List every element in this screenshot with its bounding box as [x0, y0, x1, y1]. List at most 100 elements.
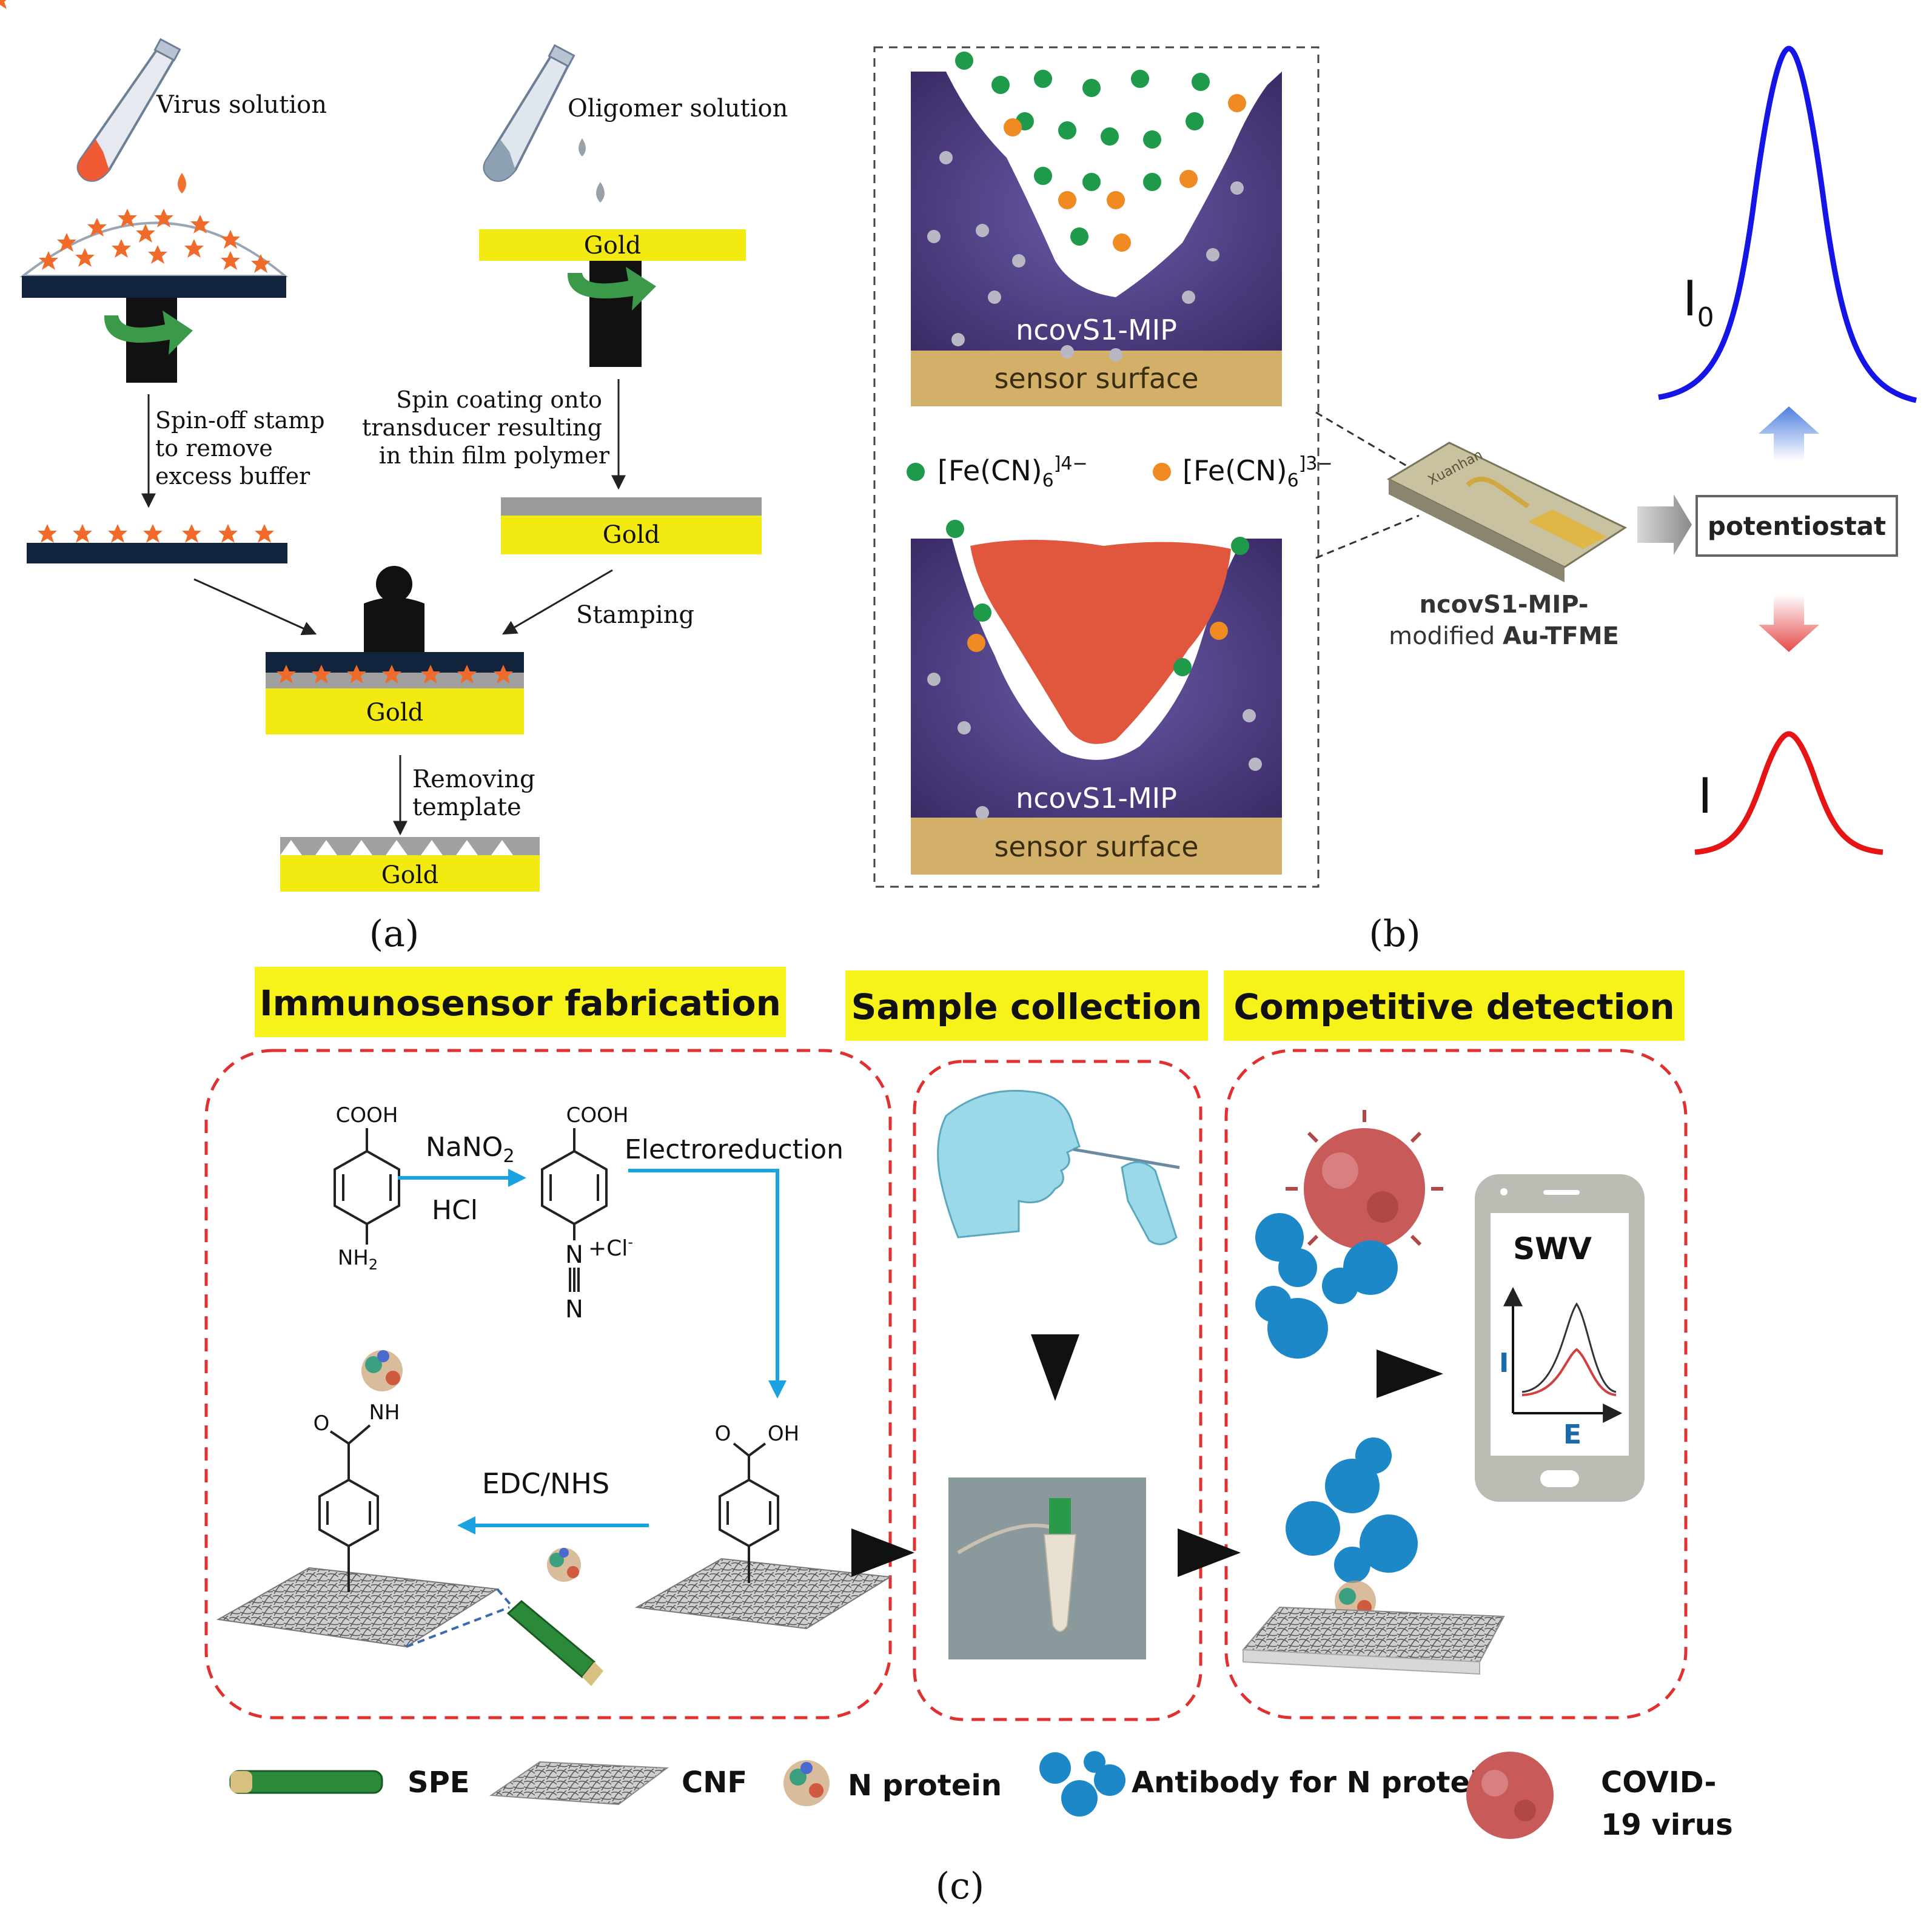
removing-template-label: Removing template: [412, 765, 543, 821]
swv-peak-low: [1521, 1348, 1617, 1396]
antibody-bound-icon: [1286, 1437, 1418, 1583]
au-tfme-device-icon: Xuanhan: [1386, 442, 1628, 582]
arrow-a3: [193, 578, 317, 636]
nh-label: NH: [369, 1400, 400, 1425]
fabrication-title-bg: [255, 967, 786, 1037]
legend-covid-1: COVID-: [1601, 1766, 1716, 1800]
polymer-film: [501, 497, 762, 516]
o-label-left: O: [314, 1411, 330, 1436]
up-arrow-icon: [1759, 406, 1819, 461]
swab-stick-icon: [957, 1524, 1056, 1555]
gold-label-3: Gold: [366, 699, 423, 727]
cnf-sheet-left: [216, 1567, 499, 1648]
oligomer-drop-1-icon: [579, 138, 586, 156]
arrow-electroreduction: [628, 1169, 787, 1399]
press-body-icon: [364, 597, 424, 652]
collection-box: [913, 1060, 1202, 1721]
legend-ferro-dot: [907, 463, 925, 481]
i-label: I: [1698, 768, 1712, 824]
panel-b-label: (b): [1369, 913, 1420, 955]
cl-label: +Cl-: [588, 1234, 633, 1261]
diazonium-salt: [541, 1128, 608, 1292]
n-plus-label: N: [565, 1241, 583, 1269]
swv-i-label: I: [1499, 1348, 1509, 1379]
nano2-label: NaNO2: [426, 1132, 515, 1167]
antibody-free-icon: [1255, 1213, 1398, 1359]
legend-antibody: Antibody for N protein: [1132, 1766, 1501, 1800]
oh-label: OH: [768, 1422, 799, 1446]
legend-covid-2: 19 virus: [1601, 1808, 1733, 1842]
ferro-dots-top: [955, 52, 1210, 246]
gold-label-4: Gold: [381, 861, 438, 889]
cooh-label-2: COOH: [566, 1103, 629, 1128]
legend-nprotein-icon: [783, 1760, 830, 1806]
swv-label: SWV: [1513, 1231, 1592, 1266]
n-protein-bound-icon: [361, 1350, 403, 1391]
connector-top: [1315, 411, 1420, 474]
spin-arrow-2-icon: [567, 267, 656, 311]
detection-title-bg: [1224, 970, 1685, 1041]
aminobenzoic-acid: [334, 1128, 400, 1245]
panel-c: Immunosensor fabrication Sample collecti…: [204, 967, 1733, 1908]
imprinted-polymer: [280, 837, 540, 855]
sample-tube-icon: [1043, 1534, 1077, 1632]
ferri-dots-bottom: [967, 622, 1228, 652]
stamp-base: [22, 276, 286, 298]
panel-a: Virus solution Spin-off stamp to remove …: [0, 0, 788, 955]
covid-virus-icon: [1286, 1110, 1443, 1268]
head-swab-icon: [937, 1089, 1180, 1245]
gray-dots-bottom: [927, 673, 1262, 819]
sensor-surface-top-label: sensor surface: [994, 362, 1198, 395]
ferro-dots-bottom: [946, 520, 1249, 676]
device-caption-1: ncovS1-MIP-: [1420, 591, 1589, 619]
mip-bottom-label: ncovS1-MIP: [1016, 782, 1177, 815]
sensor-surface-bottom: [911, 818, 1282, 875]
panel-b: ncovS1-MIP sensor surface [Fe(CN)6]4− [F…: [873, 45, 1917, 955]
legend-spe-icon: [229, 1770, 383, 1794]
collection-title: Sample collection: [851, 986, 1202, 1027]
fabrication-box: [204, 1049, 892, 1719]
virus-solution-label: Virus solution: [156, 91, 327, 119]
ferri-dots-top: [1004, 94, 1246, 252]
spe-connector-1: [406, 1606, 510, 1648]
gold-substrate-1: [479, 229, 746, 261]
swv-e-label: E: [1563, 1419, 1581, 1450]
spe-electrode-icon: [506, 1600, 603, 1686]
stamp-stars-row: [38, 524, 274, 543]
potentiostat-box: [1696, 495, 1898, 557]
virus-drop-icon: [178, 173, 186, 193]
cnf-sheet-right: [634, 1558, 893, 1630]
spe-connector-2: [496, 1588, 517, 1612]
arrow-to-potentiostat-icon: [1637, 494, 1692, 555]
connector-bottom: [1315, 514, 1420, 559]
legend-antibody-icon: [1039, 1751, 1125, 1817]
spin-arrow-icon: [104, 311, 193, 355]
nh2-label: NH2: [338, 1246, 378, 1273]
arrow-a4: [501, 569, 613, 635]
phone-home-button: [1540, 1470, 1579, 1487]
i0-label: I0: [1683, 271, 1714, 333]
legend-cnf-icon: [489, 1761, 669, 1806]
legend-ferri: [Fe(CN)6]3−: [1182, 453, 1333, 491]
right-triangle-2-icon: [1178, 1528, 1241, 1577]
detection-box: [1224, 1049, 1688, 1719]
panel-b-dashed-frame: [873, 46, 1320, 888]
panel-c-label: (c): [936, 1865, 984, 1908]
tube-cap-icon: [1049, 1498, 1071, 1534]
legend-ferro: [Fe(CN)6]4−: [937, 453, 1088, 491]
gray-dots-top: [927, 151, 1244, 361]
n-label: N: [565, 1296, 583, 1323]
spin-coating-label: Spin coating onto transducer resulting i…: [362, 386, 610, 469]
oligomer-drop-2-icon: [596, 182, 605, 203]
virus-stars: [0, 0, 7, 9]
legend-ferri-dot: [1153, 463, 1171, 481]
potentiostat-label: potentiostat: [1708, 511, 1886, 541]
gold-substrate-2: [501, 516, 762, 554]
gold-label-1: Gold: [584, 232, 641, 260]
sensor-surface-bottom-label: sensor surface: [994, 830, 1198, 863]
collection-title-bg: [845, 970, 1208, 1041]
gold-substrate-3: [266, 688, 524, 734]
edc-nhs-label: EDC/NHS: [482, 1467, 609, 1500]
right-triangle-3-icon: [1377, 1350, 1443, 1398]
